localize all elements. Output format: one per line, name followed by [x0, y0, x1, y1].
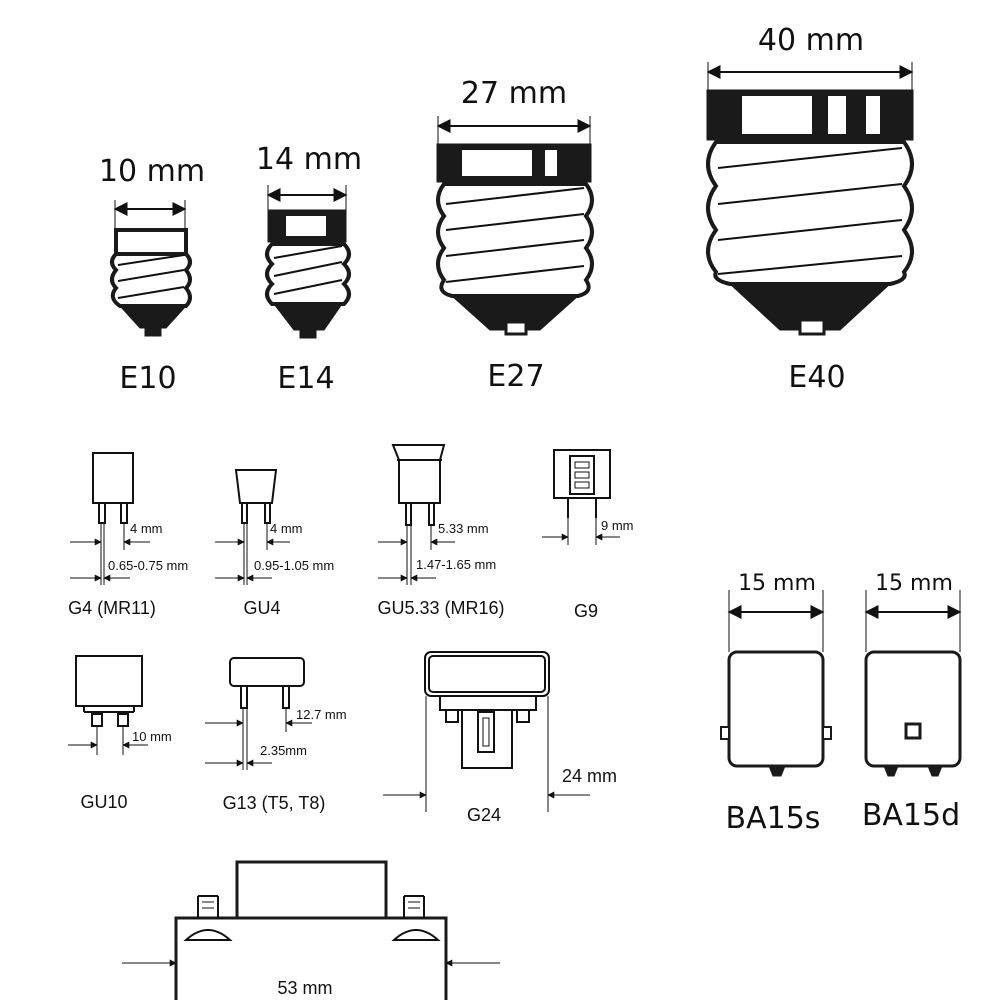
g4-pin-diameter: 0.65-0.75 mm: [108, 558, 188, 573]
e14-contact: [272, 303, 343, 331]
g13-capsule: [229, 657, 305, 687]
gu533-capsule: [391, 444, 446, 504]
e14-thread: [265, 242, 351, 306]
g13-pin-diameter: 2.35mm: [260, 743, 307, 758]
g24-width: 24 mm: [562, 766, 617, 786]
linear-base: 53 mm: [122, 860, 500, 1000]
e10-contact: [118, 305, 188, 329]
linear-clip-left: [183, 929, 233, 941]
e10-label: E10: [119, 361, 176, 396]
gu10-spacing: 10 mm: [132, 729, 172, 744]
e40-dimension-label: 40 mm: [758, 23, 864, 58]
e27-thread: [436, 182, 594, 298]
g9-capsule: [553, 449, 611, 499]
g9-spacing: 9 mm: [601, 518, 634, 533]
g9-label: G9: [574, 601, 598, 621]
ba15d-label: BA15d: [862, 798, 960, 833]
g24-cap: [424, 651, 550, 697]
gu4-capsule: [234, 469, 278, 504]
g13-label: G13 (T5, T8): [223, 793, 326, 813]
g4-spacing: 4 mm: [130, 521, 163, 536]
gu10-capsule: [75, 655, 143, 707]
e14-base: 14 mm E14: [256, 142, 362, 396]
gu533-spacing: 5.33 mm: [438, 521, 489, 536]
linear-holder: [174, 916, 448, 1000]
ba15d-shell: [864, 650, 962, 768]
e10-dimension-label: 10 mm: [99, 154, 205, 189]
gu10-label: GU10: [80, 792, 127, 812]
g4-capsule: [92, 452, 134, 504]
g4-base: 4 mm 0.65-0.75 mm G4 (MR11): [68, 452, 188, 618]
gu4-label: GU4: [243, 598, 280, 618]
gu4-spacing: 4 mm: [270, 521, 303, 536]
gu4-pin-diameter: 0.95-1.05 mm: [254, 558, 334, 573]
gu533-base: 5.33 mm 1.47-1.65 mm GU5.33 (MR16): [377, 444, 505, 618]
gu4-base: 4 mm 0.95-1.05 mm GU4: [215, 469, 334, 618]
e14-dimension-label: 14 mm: [256, 142, 362, 177]
ba15d-dimension-label: 15 mm: [875, 571, 953, 596]
e27-label: E27: [487, 359, 544, 394]
ba15d-contact-right: [927, 765, 943, 777]
ba15d-base: 15 mm BA15d: [862, 571, 962, 833]
e14-label: E14: [277, 361, 334, 396]
e27-dimension-label: 27 mm: [461, 76, 567, 111]
ba15s-contact: [768, 765, 786, 777]
linear-width: 53 mm: [277, 978, 332, 998]
ba15s-dimension-label: 15 mm: [738, 571, 816, 596]
e27-contact: [450, 295, 580, 331]
g24-label: G24: [467, 805, 501, 825]
ba15s-shell: [727, 650, 825, 768]
linear-bulb-body: [235, 860, 388, 920]
gu533-pin-diameter: 1.47-1.65 mm: [416, 557, 496, 572]
g24-base: 24 mm G24: [383, 651, 617, 825]
gu533-label: GU5.33 (MR16): [377, 598, 504, 618]
e10-collar: [114, 228, 188, 256]
g9-base: 9 mm G9: [542, 449, 634, 621]
linear-clip-right: [391, 929, 441, 941]
ba15s-base: 15 mm BA15s: [720, 571, 832, 836]
e40-base: 40 mm E40: [706, 23, 914, 395]
ba15d-contact-left: [883, 765, 899, 777]
g13-spacing: 12.7 mm: [296, 707, 347, 722]
e40-label: E40: [788, 360, 845, 395]
g13-base: 12.7 mm 2.35mm G13 (T5, T8): [205, 657, 347, 813]
g24-key: [461, 710, 513, 769]
e27-base: 27 mm E27: [436, 76, 594, 394]
gu10-base: 10 mm GU10: [68, 655, 172, 812]
ba15s-label: BA15s: [726, 801, 821, 836]
e10-base: 10 mm E10: [99, 154, 205, 396]
g4-label: G4 (MR11): [68, 598, 156, 618]
e40-thread: [706, 140, 914, 286]
e40-contact: [728, 283, 892, 331]
